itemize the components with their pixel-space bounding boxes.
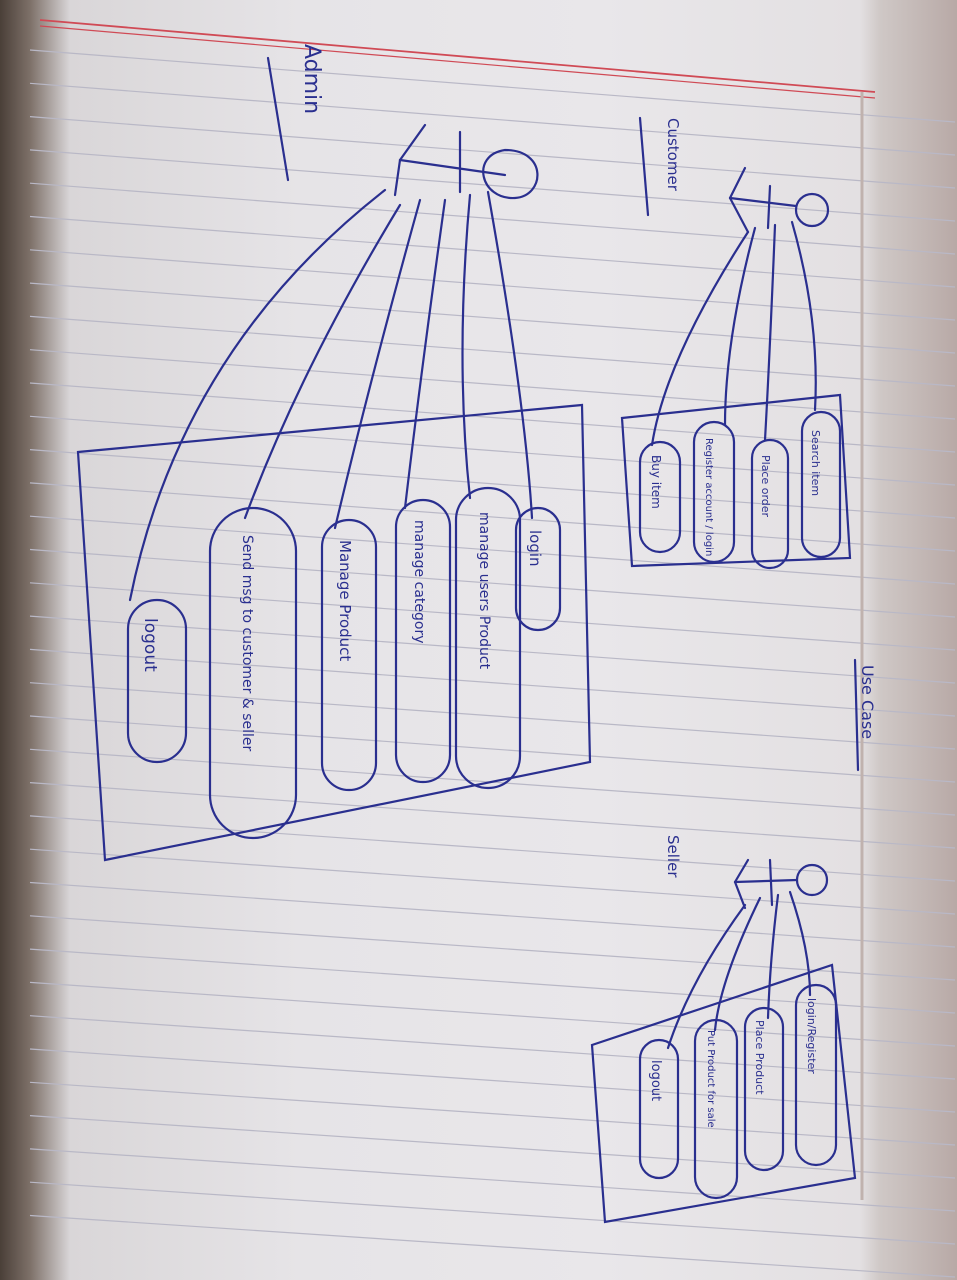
ruled-line bbox=[29, 149, 956, 222]
association-line bbox=[461, 193, 472, 500]
actor-seller-figure bbox=[733, 858, 829, 910]
usecase-ellipse bbox=[638, 1038, 680, 1180]
ruled-line bbox=[29, 1115, 956, 1179]
system-boundary-admin bbox=[76, 403, 592, 862]
usecase-label: Place order bbox=[759, 455, 772, 518]
association-line bbox=[243, 203, 402, 520]
margin-line bbox=[39, 19, 876, 93]
ruled-line bbox=[29, 1214, 956, 1278]
association-line bbox=[403, 198, 447, 510]
ruled-line bbox=[29, 1181, 956, 1245]
usecase-label: Search item bbox=[809, 430, 822, 496]
usecase-label: login bbox=[526, 530, 544, 567]
ruled-line bbox=[29, 848, 956, 915]
usecase-label: Send msg to customer & seller bbox=[239, 535, 255, 752]
diagram-title: Use Case bbox=[858, 665, 877, 739]
ruled-line bbox=[29, 981, 956, 1047]
usecase-label: Manage Product bbox=[336, 540, 354, 661]
association-line bbox=[666, 903, 747, 1050]
ruled-line bbox=[29, 82, 956, 156]
ruled-line bbox=[29, 881, 956, 948]
ruled-line bbox=[29, 782, 956, 849]
actor-underline bbox=[266, 56, 290, 182]
association-line bbox=[788, 890, 812, 997]
ruled-line bbox=[29, 1048, 956, 1113]
usecase-label: Place Product bbox=[753, 1020, 766, 1095]
ruled-line bbox=[29, 315, 956, 387]
association-line bbox=[713, 896, 762, 1032]
ruled-line bbox=[29, 715, 956, 783]
ruled-line bbox=[29, 49, 956, 123]
usecase-label: manage users Product bbox=[476, 512, 492, 670]
margin-line bbox=[39, 25, 876, 99]
usecase-label: manage category bbox=[411, 520, 427, 644]
association-line bbox=[723, 226, 757, 427]
association-line bbox=[763, 223, 777, 442]
usecase-label: Register account / login bbox=[703, 438, 714, 556]
actor-label-seller: Seller bbox=[664, 835, 682, 878]
usecase-label: login/Register bbox=[805, 998, 818, 1074]
usecase-ellipse bbox=[126, 598, 188, 764]
association-line bbox=[486, 190, 534, 520]
ruled-line bbox=[29, 948, 956, 1014]
usecase-ellipse bbox=[638, 440, 682, 554]
usecase-ellipse bbox=[692, 420, 736, 564]
ruled-line bbox=[29, 282, 956, 354]
usecase-ellipse bbox=[743, 1006, 785, 1172]
actor-label-customer: Customer bbox=[664, 118, 682, 192]
usecase-label: Put Product for sale bbox=[705, 1030, 716, 1128]
ruled-line bbox=[29, 615, 956, 684]
usecase-ellipse bbox=[800, 410, 842, 559]
ruled-line bbox=[29, 482, 956, 552]
diagram-strokes bbox=[76, 56, 860, 1224]
usecase-label: logout bbox=[648, 1060, 663, 1101]
usecase-ellipse bbox=[394, 498, 452, 784]
usecase-ellipse bbox=[794, 983, 838, 1167]
actor-underline bbox=[638, 116, 650, 217]
usecase-label: logout bbox=[140, 618, 160, 672]
usecase-ellipse bbox=[320, 518, 378, 792]
association-line bbox=[333, 198, 422, 530]
usecase-label: Buy item bbox=[649, 455, 663, 509]
ruled-line bbox=[29, 582, 956, 651]
actor-label-admin: Admin bbox=[299, 44, 324, 114]
system-boundary-seller bbox=[590, 963, 857, 1224]
title-underline bbox=[853, 658, 860, 772]
ruled-line bbox=[29, 648, 956, 717]
usecase-ellipse bbox=[514, 506, 562, 632]
association-line bbox=[650, 230, 750, 447]
ruled-line bbox=[29, 682, 956, 750]
ruled-line bbox=[29, 116, 956, 189]
ruled-line bbox=[29, 915, 956, 981]
association-line bbox=[128, 188, 387, 602]
usecase-ellipse bbox=[693, 1018, 739, 1200]
ruled-line bbox=[29, 1148, 956, 1212]
ruled-line bbox=[29, 515, 956, 585]
ruled-line bbox=[29, 215, 956, 288]
association-line bbox=[766, 893, 780, 1020]
ruled-line bbox=[29, 382, 956, 453]
ruled-line bbox=[29, 349, 956, 420]
association-line bbox=[790, 220, 817, 412]
ruled-line bbox=[29, 548, 956, 618]
usecase-ellipse bbox=[750, 438, 790, 570]
usecase-ellipse bbox=[454, 486, 522, 790]
actor-customer-figure bbox=[728, 166, 830, 234]
usecase-ellipse bbox=[208, 506, 298, 840]
ruled-line bbox=[29, 815, 956, 882]
ruled-line bbox=[29, 449, 956, 519]
ruled-line bbox=[29, 1081, 956, 1146]
ruled-line bbox=[29, 415, 956, 486]
actor-admin-figure bbox=[393, 123, 539, 200]
ruled-line bbox=[29, 1015, 956, 1080]
ruled-line bbox=[29, 249, 956, 321]
